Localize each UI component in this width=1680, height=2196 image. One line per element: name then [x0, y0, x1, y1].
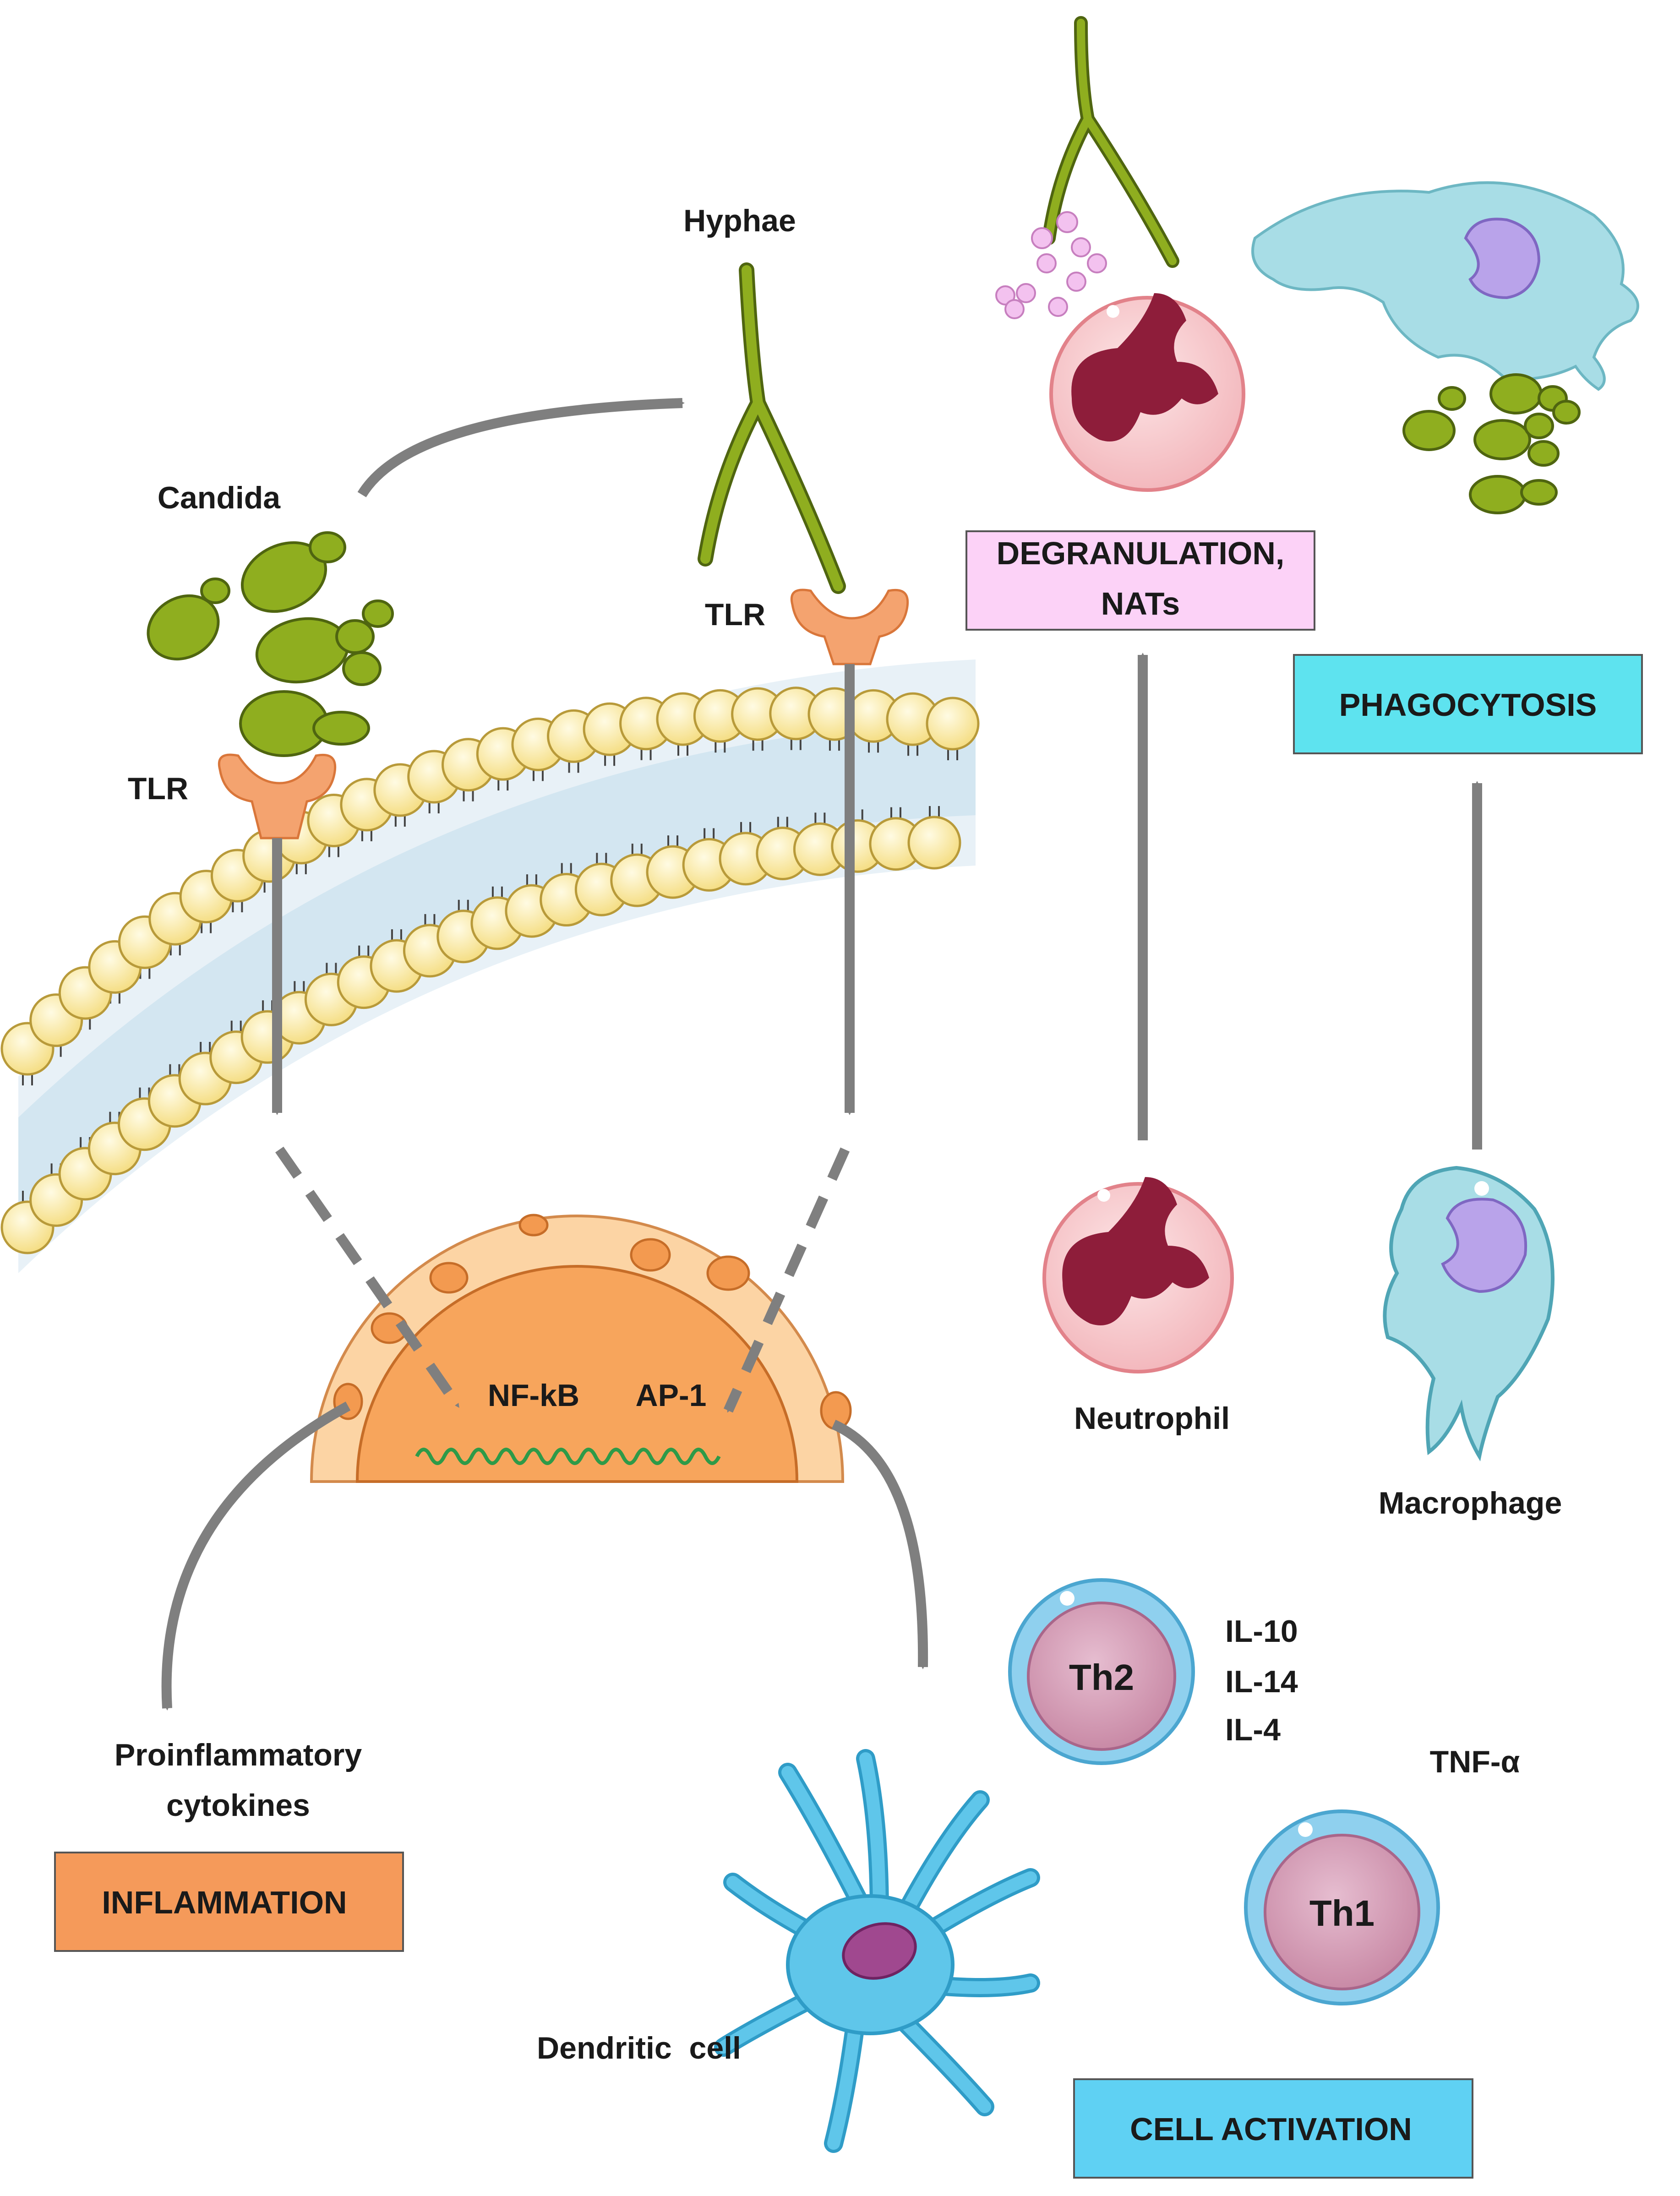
degranulation-box: DEGRANULATION, NATs	[965, 530, 1315, 631]
inflammation-label: INFLAMMATION	[102, 1885, 347, 1920]
macrophage-top	[1251, 181, 1639, 391]
lipid-head	[907, 816, 961, 870]
candida-label: Candida	[158, 480, 281, 515]
tlr-receptor-left	[218, 753, 337, 839]
neutrophil-cell	[1042, 1177, 1234, 1373]
inflammation-box: INFLAMMATION	[54, 1852, 404, 1952]
tlr-receptor-right	[791, 589, 909, 665]
hyphae-center	[698, 262, 846, 594]
macrophage-label: Macrophage	[1379, 1486, 1562, 1520]
th1-cell	[1244, 1809, 1440, 2005]
dna-strand	[415, 1448, 721, 1465]
phagocytosis-box: PHAGOCYTOSIS	[1293, 654, 1643, 754]
nfkb-label: NF-kB	[488, 1378, 579, 1413]
yeast-cluster-top	[1402, 373, 1581, 514]
cell-activation-label: CELL ACTIVATION	[1130, 2111, 1412, 2147]
yeast-bud	[342, 651, 382, 686]
dendritic-cell-label: Dendritic cell	[537, 2031, 741, 2065]
lipid-heads	[0, 687, 980, 1254]
hyphae-top	[1042, 16, 1179, 268]
arrow-to-cytokines	[161, 1401, 351, 1711]
granules	[995, 211, 1107, 319]
dendritic-cell	[714, 1749, 1040, 2153]
th2-label: Th2	[1069, 1657, 1134, 1698]
yeast-bud	[362, 599, 394, 628]
tlr-right-label: TLR	[705, 597, 765, 632]
yeast-cell	[147, 594, 220, 661]
nucleus	[310, 1214, 852, 1483]
degranulation-label: DEGRANULATION,	[997, 535, 1285, 571]
proinflammatory-label: Proinflammatory	[115, 1738, 362, 1772]
ap1-label: AP-1	[636, 1378, 707, 1413]
cell-activation-box: CELL ACTIVATION	[1073, 2078, 1473, 2179]
arrows	[161, 398, 1482, 1711]
th2-cell	[1008, 1578, 1195, 1765]
il4-label: IL-4	[1225, 1712, 1281, 1747]
nats-label: NATs	[1101, 586, 1180, 621]
th1-label: Th1	[1309, 1893, 1375, 1934]
nucleus-inner	[355, 1265, 799, 1483]
candida-yeast-cluster	[147, 531, 394, 757]
neutrophil-label: Neutrophil	[1074, 1401, 1230, 1436]
tlr-left-label: TLR	[128, 771, 188, 806]
arrow-dashed-right	[723, 1147, 850, 1413]
macrophage-cell	[1383, 1166, 1555, 1461]
arrow-candida-to-hyphae	[357, 398, 685, 497]
phagocytosis-label: PHAGOCYTOSIS	[1339, 687, 1597, 723]
tnf-alpha-label: TNF-α	[1430, 1744, 1520, 1779]
arrow-to-dendritic	[831, 1419, 928, 1669]
il14-label: IL-14	[1225, 1664, 1298, 1699]
yeast-bud	[309, 531, 346, 563]
neutrophil-top	[1049, 293, 1245, 492]
yeast-bud	[312, 711, 370, 746]
lipid-head	[926, 697, 980, 751]
cytokines-label: cytokines	[166, 1788, 310, 1823]
il10-label: IL-10	[1225, 1614, 1298, 1649]
cell-membrane	[0, 659, 980, 1273]
yeast-cell	[255, 617, 349, 684]
yeast-bud	[335, 619, 375, 654]
yeast-bud	[200, 578, 230, 604]
hyphae-label: Hyphae	[683, 203, 796, 238]
